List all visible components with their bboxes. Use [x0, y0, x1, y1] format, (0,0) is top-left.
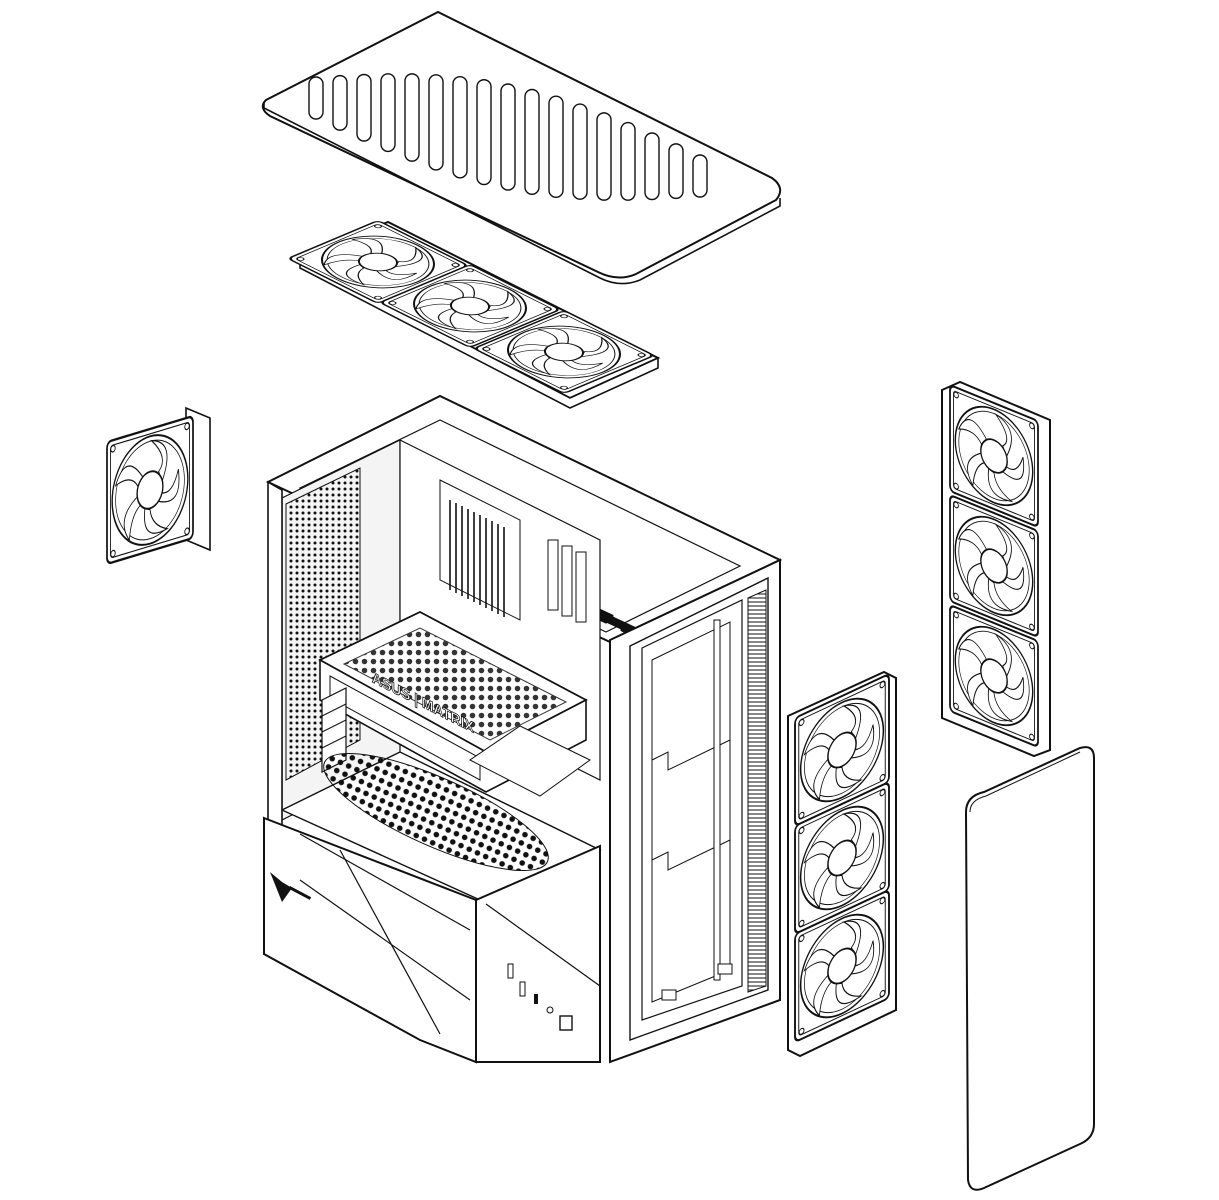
front-io-panel: [475, 844, 601, 1063]
filter-slot: [332, 74, 348, 131]
rear-fan: [105, 406, 211, 566]
filter-slot: [620, 121, 636, 201]
filter-slot: [380, 73, 396, 153]
filter-slot: [308, 76, 324, 120]
top-fan-bracket: [286, 219, 661, 409]
side-glass-panel: [964, 746, 1095, 1191]
filter-slot: [572, 103, 588, 200]
filter-slot: [524, 88, 540, 195]
filter-slot: [644, 132, 660, 201]
filter-slot: [692, 154, 708, 198]
filter-slot: [356, 73, 372, 142]
filter-slot: [596, 112, 612, 201]
front-fan-stack: [787, 670, 897, 1058]
side-fan-stack: [941, 380, 1051, 758]
top-dust-filter: [261, 10, 782, 285]
filter-slot: [428, 74, 444, 171]
filter-slot: [476, 79, 492, 186]
filter-slot: [404, 73, 420, 162]
filter-slot: [668, 143, 684, 200]
filter-slot: [452, 75, 468, 179]
graphics-card: ASUS | MATRIX: [318, 610, 591, 797]
filter-slot: [500, 83, 516, 191]
filter-slot: [548, 95, 564, 199]
pc-case: ASUS | MATRIX: [263, 394, 783, 1064]
